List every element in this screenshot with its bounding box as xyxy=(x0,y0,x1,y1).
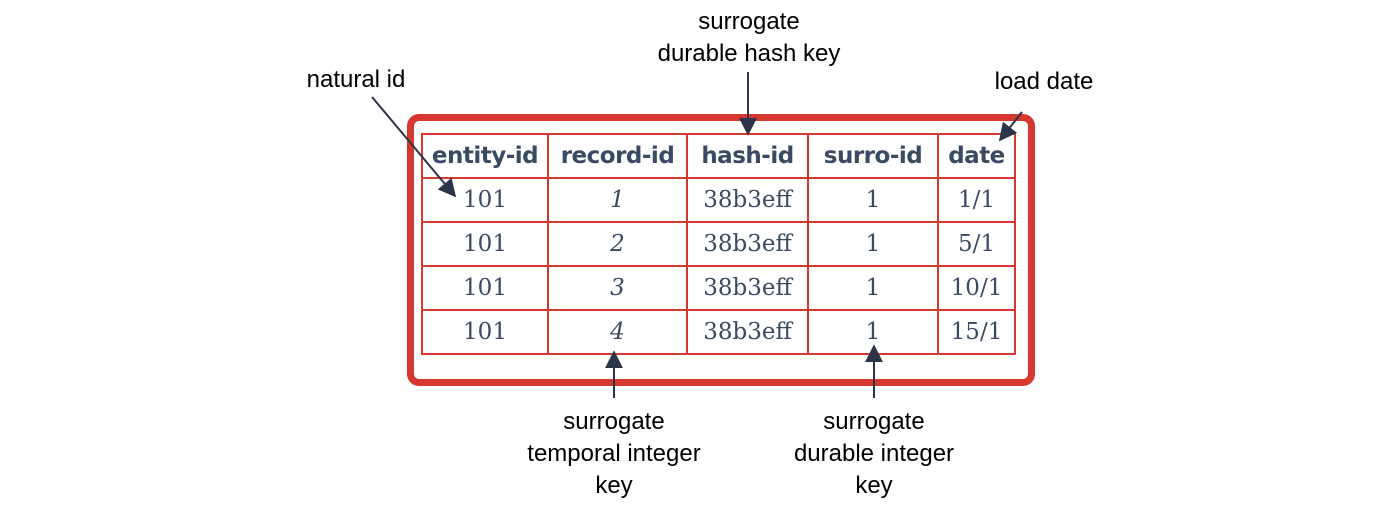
cell-surro-id: 1 xyxy=(807,177,939,223)
cell-hash-id: 38b3eff xyxy=(686,221,809,267)
table-row: 101 4 38b3eff 1 15/1 xyxy=(421,309,1016,355)
table-row: 101 2 38b3eff 1 5/1 xyxy=(421,221,1016,267)
cell-record-id: 4 xyxy=(547,309,688,355)
cell-hash-id: 38b3eff xyxy=(686,309,809,355)
annotation-line: durable integer xyxy=(793,440,955,467)
cell-record-id: 1 xyxy=(547,177,688,223)
header-record-id: record-id xyxy=(547,133,688,179)
cell-entity-id: 101 xyxy=(421,309,549,355)
cell-entity-id: 101 xyxy=(421,221,549,267)
cell-hash-id: 38b3eff xyxy=(686,265,809,311)
annotation-natural-id: natural id xyxy=(300,64,412,96)
cell-surro-id: 1 xyxy=(807,309,939,355)
cell-record-id: 3 xyxy=(547,265,688,311)
cell-date: 10/1 xyxy=(937,265,1016,311)
table-row: 101 1 38b3eff 1 1/1 xyxy=(421,177,1016,223)
annotation-temporal-key: surrogate temporal integer key xyxy=(509,406,719,502)
header-date: date xyxy=(937,133,1016,179)
cell-record-id: 2 xyxy=(547,221,688,267)
cell-date: 1/1 xyxy=(937,177,1016,223)
annotation-line: key xyxy=(595,472,633,499)
cell-surro-id: 1 xyxy=(807,265,939,311)
annotation-line: natural id xyxy=(306,66,406,93)
table-header-row: entity-id record-id hash-id surro-id dat… xyxy=(421,133,1016,179)
cell-date: 5/1 xyxy=(937,221,1016,267)
annotation-line: key xyxy=(855,472,893,499)
cell-entity-id: 101 xyxy=(421,265,549,311)
annotation-line: surrogate xyxy=(698,8,800,35)
annotation-line: surrogate xyxy=(563,408,665,435)
cell-entity-id: 101 xyxy=(421,177,549,223)
header-hash-id: hash-id xyxy=(686,133,809,179)
annotation-line: load date xyxy=(994,68,1094,95)
header-surro-id: surro-id xyxy=(807,133,939,179)
key-table: entity-id record-id hash-id surro-id dat… xyxy=(421,133,1016,355)
annotation-line: temporal integer xyxy=(527,440,701,467)
cell-hash-id: 38b3eff xyxy=(686,177,809,223)
annotation-line: durable hash key xyxy=(657,40,841,67)
annotation-load-date: load date xyxy=(984,66,1104,98)
annotation-line: surrogate xyxy=(823,408,925,435)
cell-date: 15/1 xyxy=(937,309,1016,355)
annotation-durable-integer-key: surrogate durable integer key xyxy=(774,406,974,502)
table-row: 101 3 38b3eff 1 10/1 xyxy=(421,265,1016,311)
annotation-hash-key: surrogate durable hash key xyxy=(640,6,858,70)
header-entity-id: entity-id xyxy=(421,133,549,179)
cell-surro-id: 1 xyxy=(807,221,939,267)
